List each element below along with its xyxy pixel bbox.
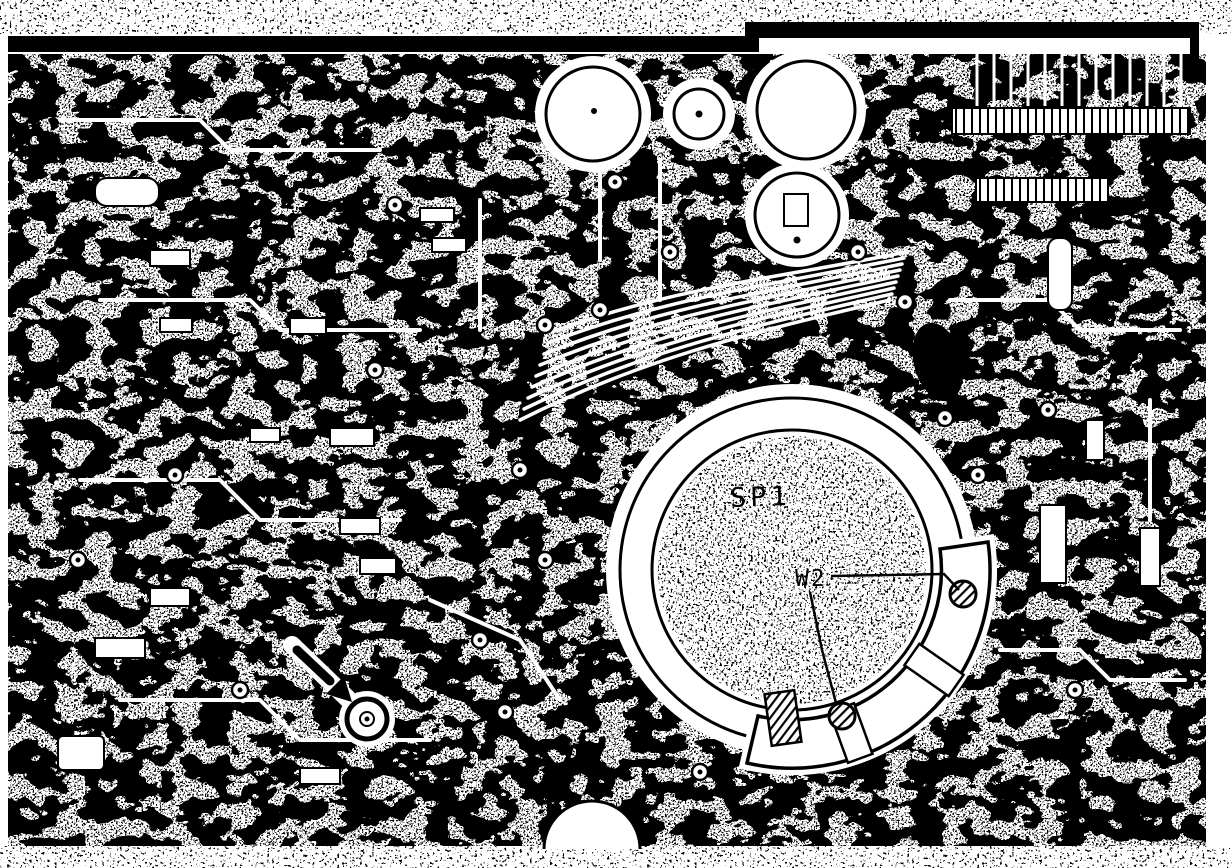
speaker-stipple — [658, 436, 926, 704]
mounting-hole-large-right — [755, 59, 857, 161]
mounting-hole-small — [672, 87, 726, 141]
speaker-sp1: SP1 — [618, 396, 966, 744]
vertical-trace-bundle — [962, 44, 1188, 106]
w2-leader-line-right — [830, 572, 960, 591]
connector-pin-rows — [951, 107, 1191, 203]
trace-fan — [518, 250, 908, 422]
mounting-holes — [544, 59, 857, 259]
via-pads — [68, 172, 1085, 782]
w2-annotation: W2 — [795, 566, 960, 704]
board-top-edge — [8, 22, 1199, 80]
callout-arrow-head — [326, 676, 352, 702]
component-footprints — [57, 177, 1161, 785]
bracket-notch — [902, 642, 966, 698]
solder-pad-bottom — [827, 701, 857, 731]
component-ring — [753, 171, 841, 259]
w2-leader-line-down — [808, 591, 838, 704]
callout — [292, 645, 390, 742]
jumper-label: W2 — [795, 566, 827, 592]
ink-blob — [912, 322, 964, 402]
board-right-edge-mark — [1190, 22, 1199, 80]
meandering-traces — [58, 118, 1187, 742]
callout-circle — [344, 696, 390, 742]
board-edge-notch — [542, 799, 642, 850]
callout-arrow-shaft — [292, 645, 335, 686]
connector-pins-top — [951, 107, 1191, 135]
hatched-terminal — [763, 688, 803, 748]
mounting-bracket — [738, 534, 997, 776]
connector-pins-second — [975, 177, 1109, 203]
solder-terminals — [763, 579, 978, 748]
bracket-outline — [744, 540, 992, 770]
speaker-label: SP1 — [729, 481, 791, 514]
mounting-hole-large-left — [544, 65, 642, 163]
